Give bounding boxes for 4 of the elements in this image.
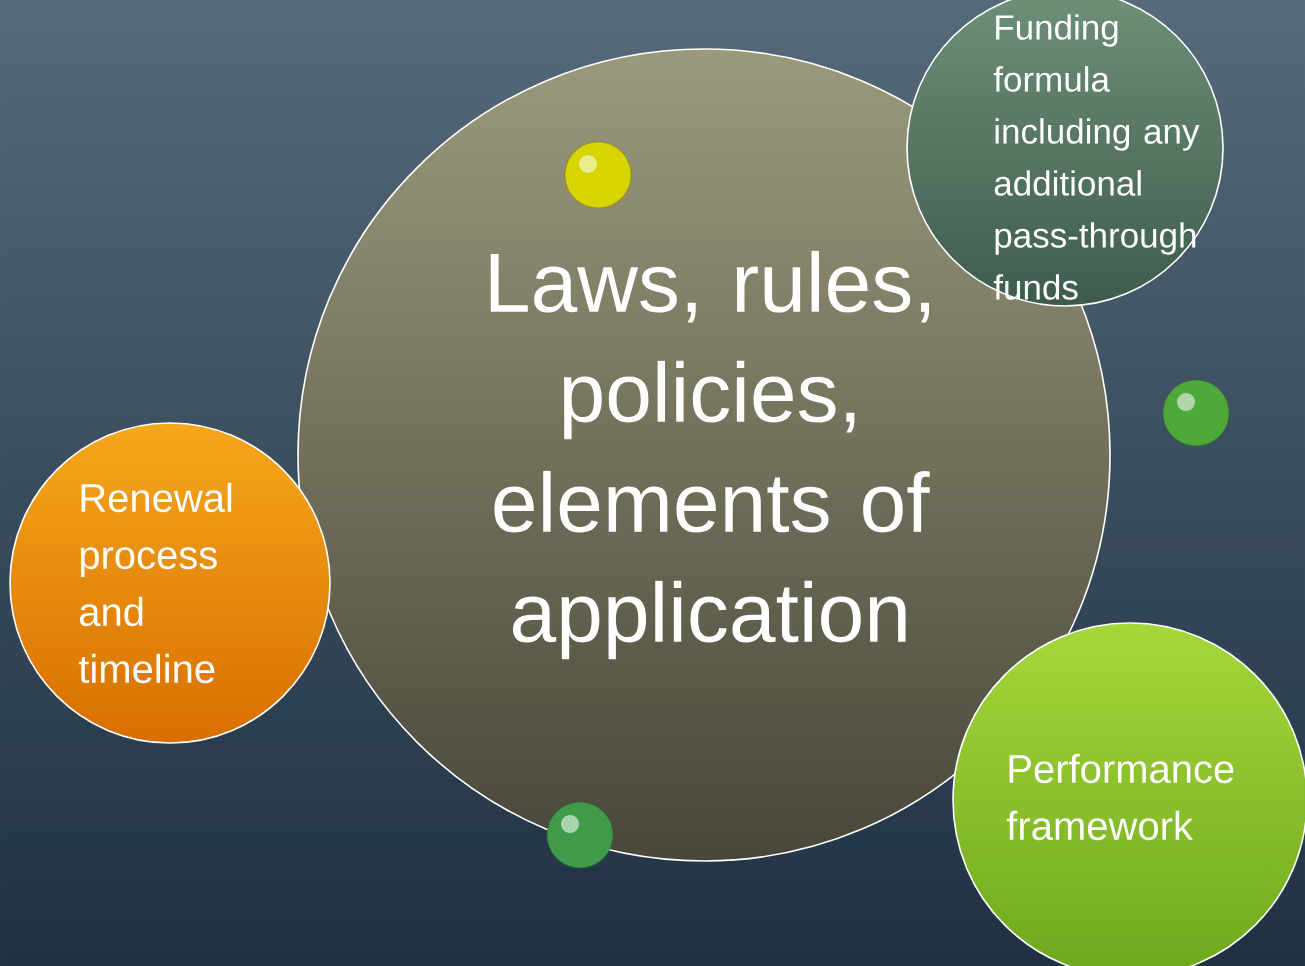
bubble: Performance framework — [952, 622, 1305, 966]
ball — [564, 141, 632, 209]
ball — [546, 801, 614, 869]
ball — [1162, 379, 1230, 447]
